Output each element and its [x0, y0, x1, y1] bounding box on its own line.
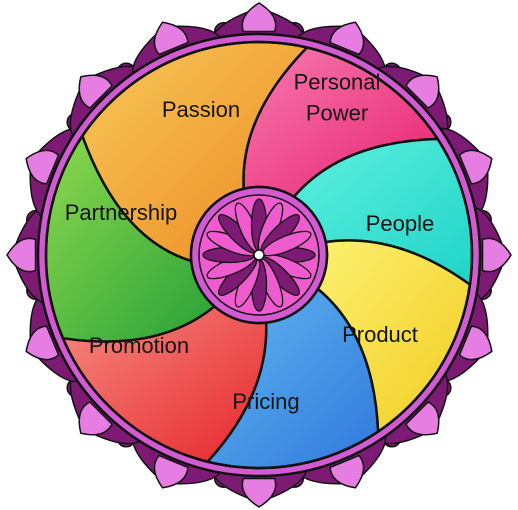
ornament-petal-icon	[78, 401, 113, 436]
segment-label: Power	[306, 100, 368, 125]
segment-labels: Passion PersonalPowerPeopleProductPricing…	[65, 69, 435, 414]
ornament-petal-icon	[25, 149, 60, 185]
rosette-hub-icon	[189, 185, 329, 325]
segment-label: Promotion	[89, 333, 189, 358]
ornament-petal-icon	[458, 149, 493, 185]
segment-label: Partnership	[65, 200, 178, 225]
ornament-petal-icon	[405, 401, 440, 436]
segment-label: Passion	[162, 97, 240, 122]
hub-center-dot	[253, 249, 265, 261]
ornament-petal-icon	[153, 21, 189, 56]
segment-label: Pricing	[232, 389, 299, 414]
segment-ring-outline	[44, 40, 474, 470]
ornament-petal-icon	[25, 325, 60, 361]
ornament-petal-icon	[241, 2, 277, 33]
ornament-petal-icon	[458, 325, 493, 361]
ornament-petal-icon	[153, 454, 189, 489]
segment-label: Personal	[294, 69, 381, 94]
ornament-petal-icon	[481, 237, 512, 273]
ornament-petal-icon	[329, 454, 365, 489]
ornament-petal-icon	[78, 74, 113, 109]
ornament-petal-icon	[6, 237, 37, 273]
ornament-petal-icon	[405, 74, 440, 109]
segment-label: People	[366, 211, 435, 236]
ornament-petal-icon	[241, 477, 277, 508]
segment-label: Product	[342, 322, 418, 347]
ornament-petal-icon	[329, 21, 365, 56]
